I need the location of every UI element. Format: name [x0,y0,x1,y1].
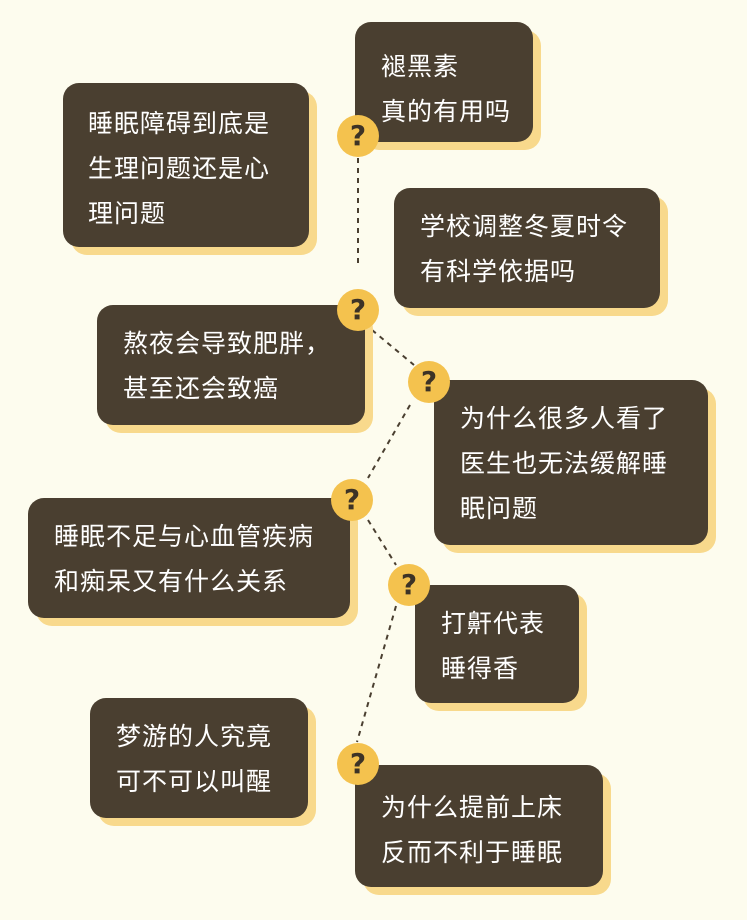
question-card-doctor: 为什么很多人看了 医生也无法缓解睡 眠问题 [434,380,708,545]
connector-line [371,329,415,366]
question-mark-icon: ? [337,743,379,785]
question-card-early-bed: 为什么提前上床 反而不利于睡眠 [355,765,603,887]
question-mark-icon: ? [337,289,379,331]
question-mark-icon: ? [337,115,379,157]
question-mark-icon: ? [388,564,430,606]
question-mark-icon: ? [408,361,450,403]
question-card-dst: 学校调整冬夏时令 有科学依据吗 [394,188,660,308]
question-card-sleepwalk: 梦游的人究竟 可不可以叫醒 [90,698,308,818]
question-card-dementia: 睡眠不足与心血管疾病 和痴呆又有什么关系 [28,498,350,618]
question-mark-icon: ? [331,479,373,521]
question-card-stay-up: 熬夜会导致肥胖， 甚至还会致癌 [97,305,365,425]
question-card-sleep-disorder: 睡眠障碍到底是 生理问题还是心 理问题 [63,83,309,247]
connector-line [367,404,411,479]
question-card-snoring: 打鼾代表 睡得香 [415,585,579,703]
question-card-melatonin: 褪黑素 真的有用吗 [355,22,533,142]
connector-line [367,519,397,566]
connector-line [356,605,397,743]
